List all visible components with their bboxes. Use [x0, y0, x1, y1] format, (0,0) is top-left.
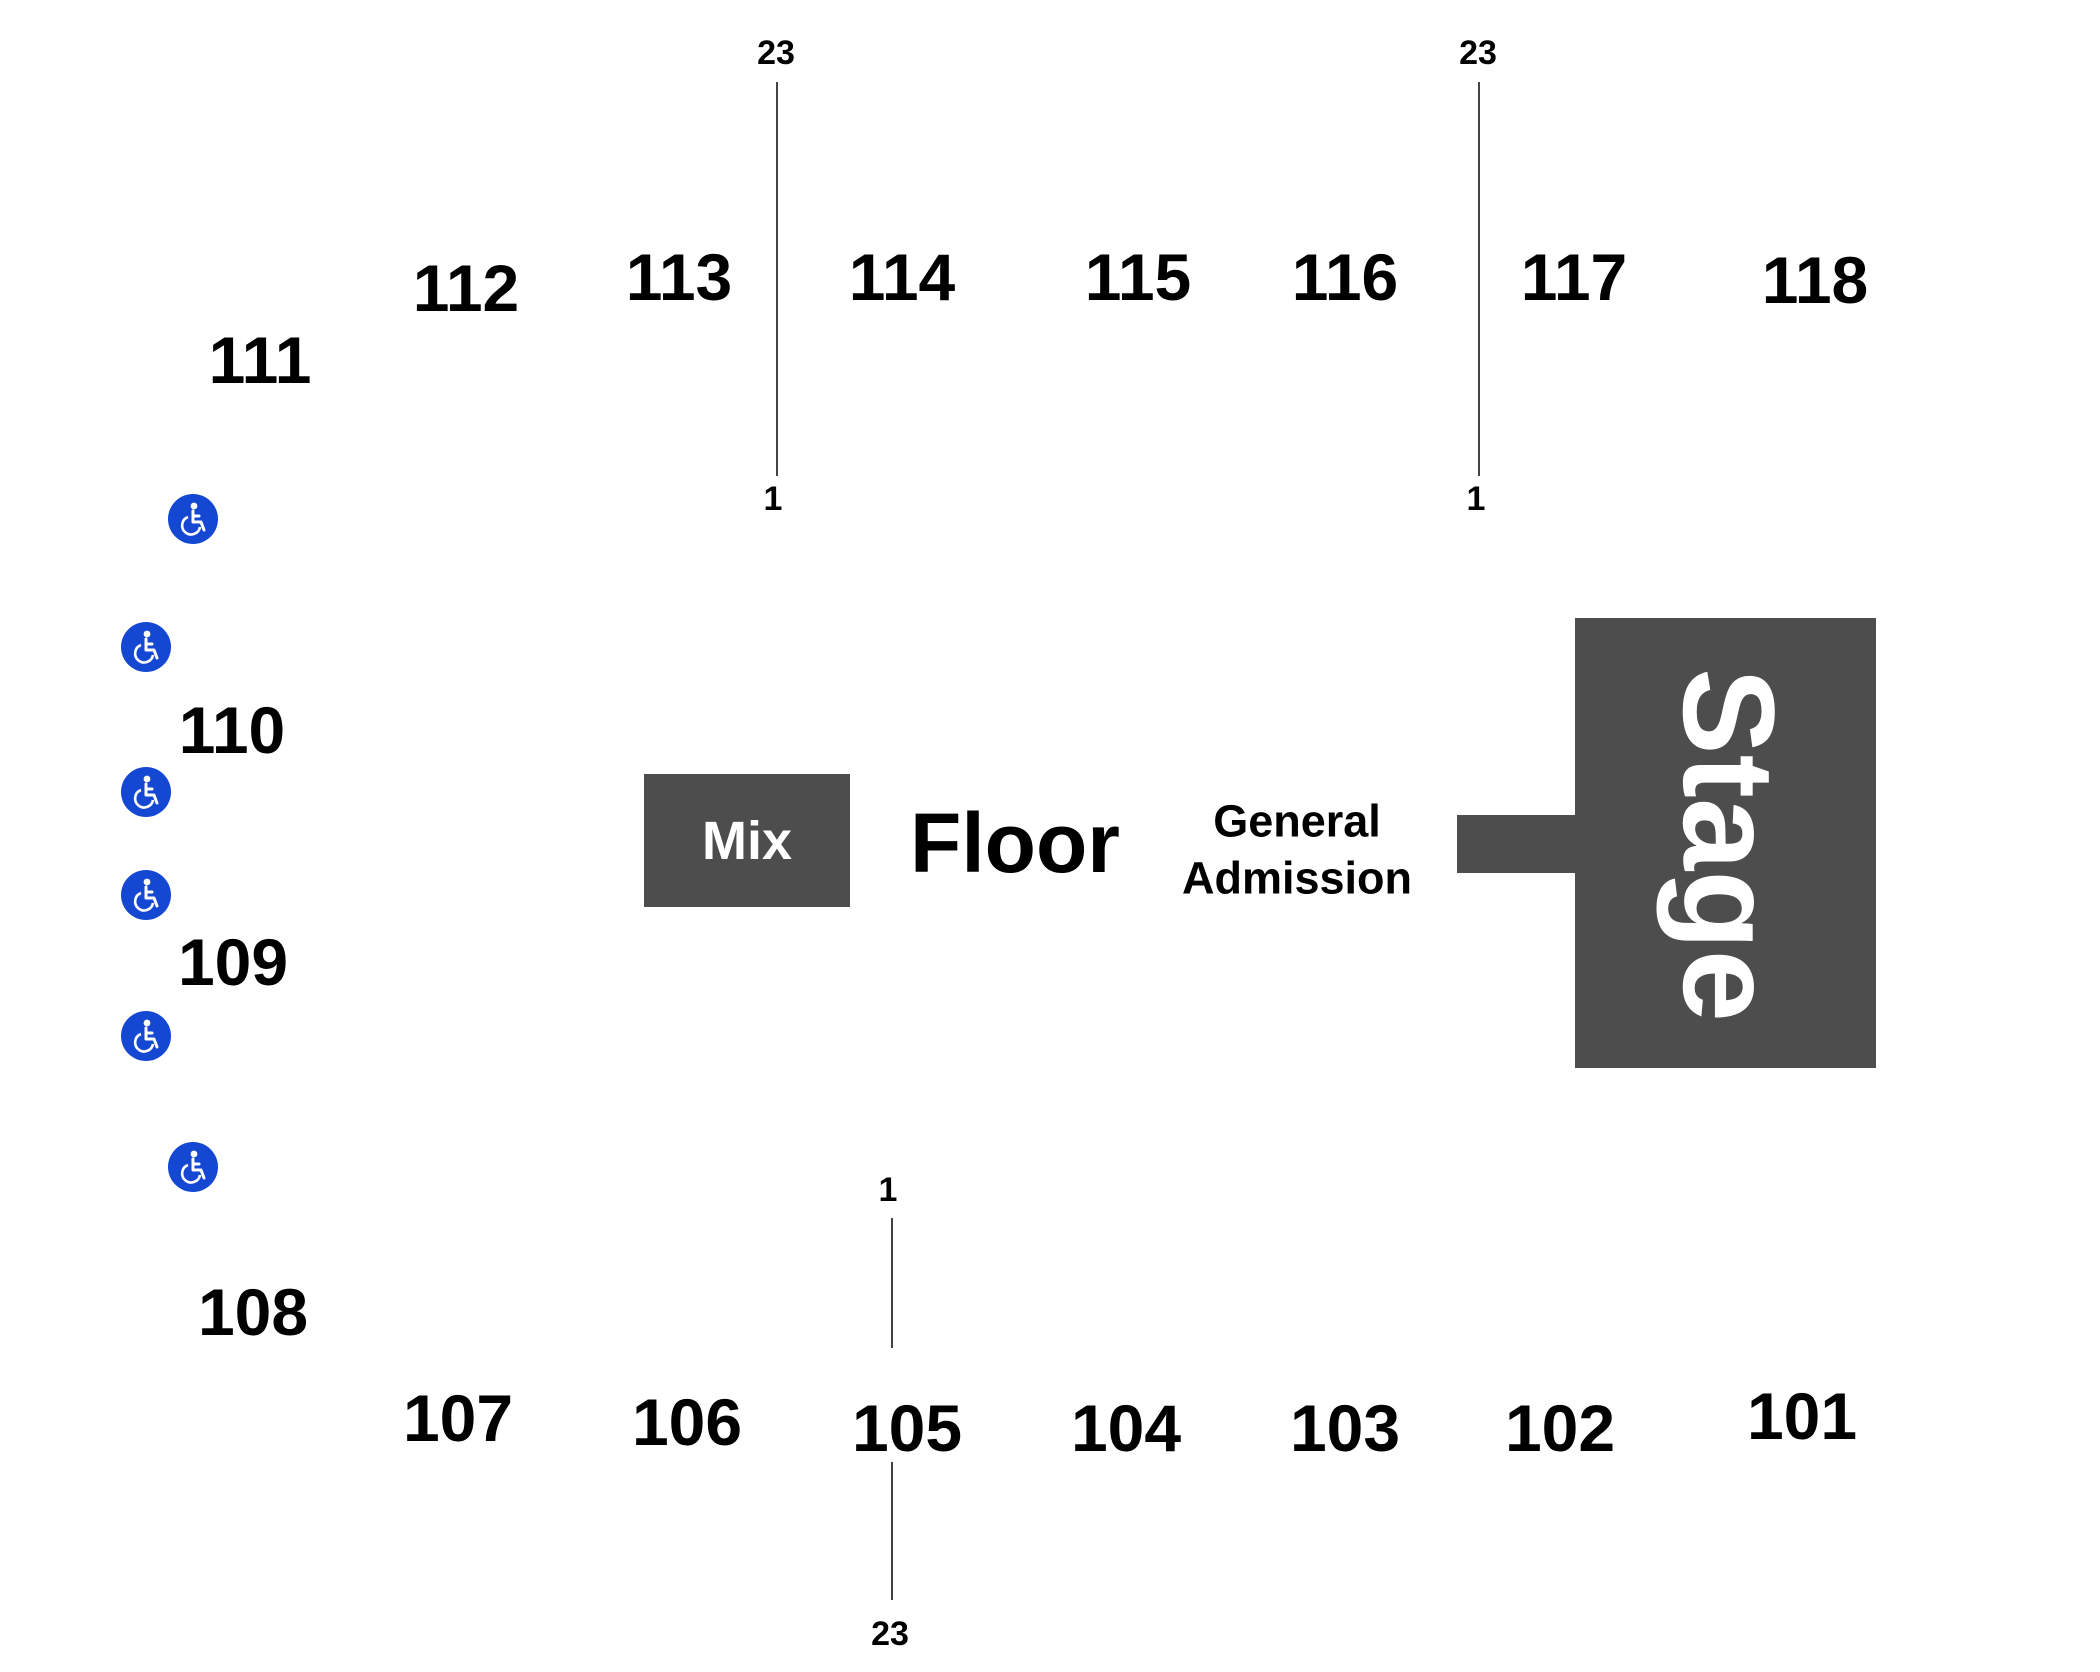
section-113[interactable]: 113	[625, 240, 733, 314]
wheelchair-icon[interactable]	[121, 1011, 171, 1061]
general-admission-label: General Admission	[1182, 793, 1412, 906]
ga-line-1: General	[1213, 795, 1381, 847]
mix-position[interactable]: Mix	[644, 774, 850, 907]
row-divider-line	[776, 82, 778, 476]
row-marker-bottom-start: 1	[878, 1171, 898, 1209]
row-divider-line	[891, 1462, 893, 1600]
wheelchair-icon[interactable]	[121, 767, 171, 817]
section-105[interactable]: 105	[851, 1391, 963, 1465]
mix-label: Mix	[701, 810, 793, 871]
wheelchair-icon[interactable]	[121, 870, 171, 920]
section-104[interactable]: 104	[1070, 1391, 1182, 1465]
row-marker-bottom-end: 23	[871, 1615, 909, 1653]
section-117[interactable]: 117	[1520, 240, 1628, 314]
row-divider-line	[891, 1218, 893, 1348]
wheelchair-icon[interactable]	[121, 622, 171, 672]
section-112[interactable]: 112	[412, 251, 520, 325]
section-101[interactable]: 101	[1746, 1379, 1858, 1453]
ga-line-2: Admission	[1181, 852, 1413, 903]
stage-label: Stage	[1656, 667, 1802, 1023]
row-divider-line	[1478, 82, 1480, 476]
row-marker-top-left-start: 23	[757, 34, 795, 72]
section-116[interactable]: 116	[1291, 240, 1399, 314]
stage	[1575, 618, 1876, 1068]
wheelchair-icon[interactable]	[168, 494, 218, 544]
section-106[interactable]: 106	[631, 1385, 743, 1459]
section-108[interactable]: 108	[197, 1275, 309, 1349]
section-103[interactable]: 103	[1289, 1391, 1401, 1465]
row-marker-top-right-end: 1	[1466, 480, 1486, 518]
floor-label[interactable]: Floor	[910, 796, 1120, 890]
section-107[interactable]: 107	[402, 1381, 514, 1455]
row-marker-top-right-start: 23	[1459, 34, 1497, 72]
section-114[interactable]: 114	[848, 240, 956, 314]
section-118[interactable]: 118	[1761, 243, 1869, 317]
section-115[interactable]: 115	[1084, 240, 1192, 314]
section-111[interactable]: 111	[208, 323, 312, 397]
section-109[interactable]: 109	[177, 925, 289, 999]
row-marker-top-left-end: 1	[763, 480, 783, 518]
section-110[interactable]: 110	[178, 693, 286, 767]
wheelchair-icon[interactable]	[168, 1142, 218, 1192]
section-102[interactable]: 102	[1504, 1391, 1616, 1465]
stage-thrust	[1457, 815, 1577, 873]
